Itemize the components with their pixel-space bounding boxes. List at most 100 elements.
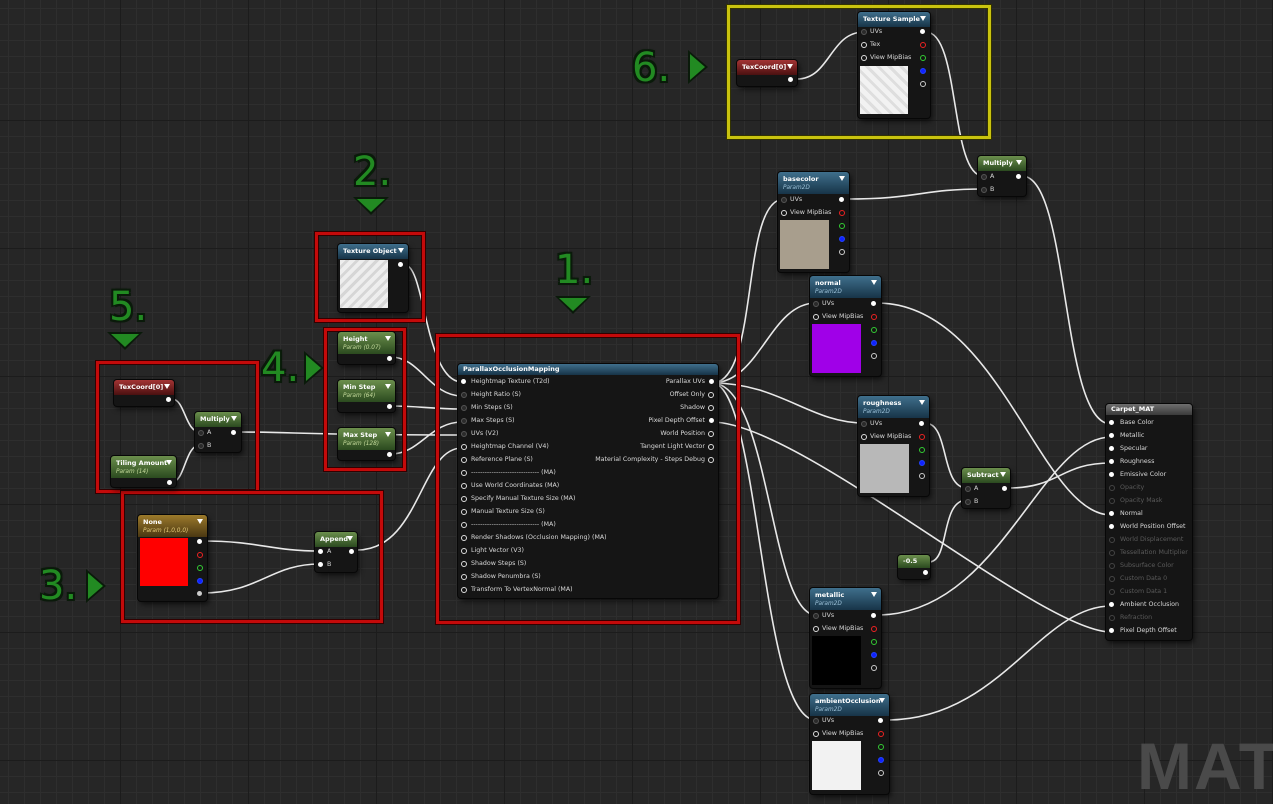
pom-output-pin[interactable] (709, 379, 714, 384)
append-node[interactable]: Append A B (315, 532, 357, 572)
pin-output[interactable] (398, 262, 403, 267)
pin-rgb-output[interactable] (197, 539, 202, 544)
pin-b-output[interactable] (871, 652, 877, 658)
pin-mipbias-input[interactable] (813, 314, 819, 320)
pin-uvs-input[interactable] (813, 613, 819, 619)
pom-input-pin[interactable] (461, 392, 467, 398)
pin-b-input[interactable] (965, 499, 971, 505)
pin-r-output[interactable] (197, 552, 203, 558)
pom-header[interactable]: ParallaxOcclusionMapping (458, 364, 718, 375)
pom-input-pin[interactable] (461, 444, 467, 450)
pin-rgb-output[interactable] (871, 301, 876, 306)
collapse-arrow-icon[interactable] (385, 432, 391, 437)
pin-a-output[interactable] (919, 473, 925, 479)
collapse-arrow-icon[interactable] (347, 536, 353, 541)
pin-mipbias-input[interactable] (813, 731, 819, 737)
pin-mipbias-input[interactable] (861, 434, 867, 440)
collapse-arrow-icon[interactable] (919, 400, 925, 405)
pin-rgb-output[interactable] (919, 421, 924, 426)
pin-uvs-input[interactable] (781, 197, 787, 203)
collapse-arrow-icon[interactable] (164, 384, 170, 389)
pin-uvs-input[interactable] (861, 29, 867, 35)
pin-mipbias-input[interactable] (781, 210, 787, 216)
collapse-arrow-icon[interactable] (166, 460, 172, 465)
pin-uvs-input[interactable] (813, 301, 819, 307)
pin-a-input[interactable] (198, 430, 204, 436)
pin-b-output[interactable] (878, 757, 884, 763)
pom-output-pin[interactable] (709, 418, 714, 423)
pom-input-pin[interactable] (461, 457, 467, 463)
collapse-arrow-icon[interactable] (1000, 472, 1006, 477)
material-input-pin[interactable] (1109, 485, 1115, 491)
pom-output-pin[interactable] (708, 457, 714, 463)
material-input-pin[interactable] (1109, 472, 1114, 477)
pin-b-output[interactable] (839, 236, 845, 242)
pin-r-output[interactable] (919, 434, 925, 440)
collapse-arrow-icon[interactable] (1016, 160, 1022, 165)
pin-g-output[interactable] (878, 744, 884, 750)
collapse-arrow-icon[interactable] (197, 519, 203, 524)
pom-input-pin[interactable] (461, 561, 467, 567)
pom-output-pin[interactable] (708, 444, 714, 450)
pom-input-pin[interactable] (461, 574, 467, 580)
material-input-pin[interactable] (1109, 602, 1114, 607)
pin-a-output[interactable] (920, 81, 926, 87)
pom-output-pin[interactable] (708, 392, 714, 398)
pin-r-output[interactable] (920, 42, 926, 48)
pom-input-pin[interactable] (461, 483, 467, 489)
collapse-arrow-icon[interactable] (398, 248, 404, 253)
texcoord-header[interactable]: TexCoord[0] (737, 60, 797, 75)
pin-output[interactable] (923, 570, 928, 575)
pin-output[interactable] (387, 452, 392, 457)
constant-node[interactable]: -0.5 (898, 555, 930, 579)
material-input-pin[interactable] (1109, 511, 1114, 516)
pin-a-output[interactable] (878, 770, 884, 776)
pin-output[interactable] (1016, 174, 1021, 179)
pom-input-pin[interactable] (461, 470, 467, 476)
pin-a-output[interactable] (871, 353, 877, 359)
constant-header[interactable]: -0.5 (898, 555, 930, 568)
collapse-arrow-icon[interactable] (385, 336, 391, 341)
pom-input-pin[interactable] (461, 509, 467, 515)
pin-b-output[interactable] (197, 578, 203, 584)
pom-input-pin[interactable] (461, 496, 467, 502)
pom-output-pin[interactable] (708, 431, 714, 437)
material-input-pin[interactable] (1109, 446, 1114, 451)
pin-rgb-output[interactable] (878, 718, 883, 723)
pin-output[interactable] (1002, 486, 1007, 491)
pin-r-output[interactable] (839, 210, 845, 216)
multiply-header[interactable]: Multiply (195, 412, 241, 427)
pin-g-output[interactable] (197, 565, 203, 571)
pin-g-output[interactable] (871, 327, 877, 333)
pin-uvs-input[interactable] (813, 718, 819, 724)
material-input-pin[interactable] (1109, 550, 1115, 556)
pin-b-output[interactable] (920, 68, 926, 74)
pin-g-output[interactable] (920, 55, 926, 61)
collapse-arrow-icon[interactable] (871, 592, 877, 597)
pom-input-pin[interactable] (461, 431, 467, 437)
texture-object-header[interactable]: Texture Object (338, 244, 408, 259)
pom-input-pin[interactable] (461, 405, 467, 411)
pin-g-output[interactable] (839, 223, 845, 229)
multiply-node-left[interactable]: Multiply A B (195, 412, 241, 452)
texture-object-node[interactable]: Texture Object (338, 244, 408, 312)
pin-g-output[interactable] (871, 639, 877, 645)
pom-input-pin[interactable] (461, 535, 467, 541)
pin-b-output[interactable] (871, 340, 877, 346)
collapse-arrow-icon[interactable] (385, 384, 391, 389)
pin-a-input[interactable] (965, 486, 971, 492)
multiply-header[interactable]: Multiply (978, 156, 1026, 171)
